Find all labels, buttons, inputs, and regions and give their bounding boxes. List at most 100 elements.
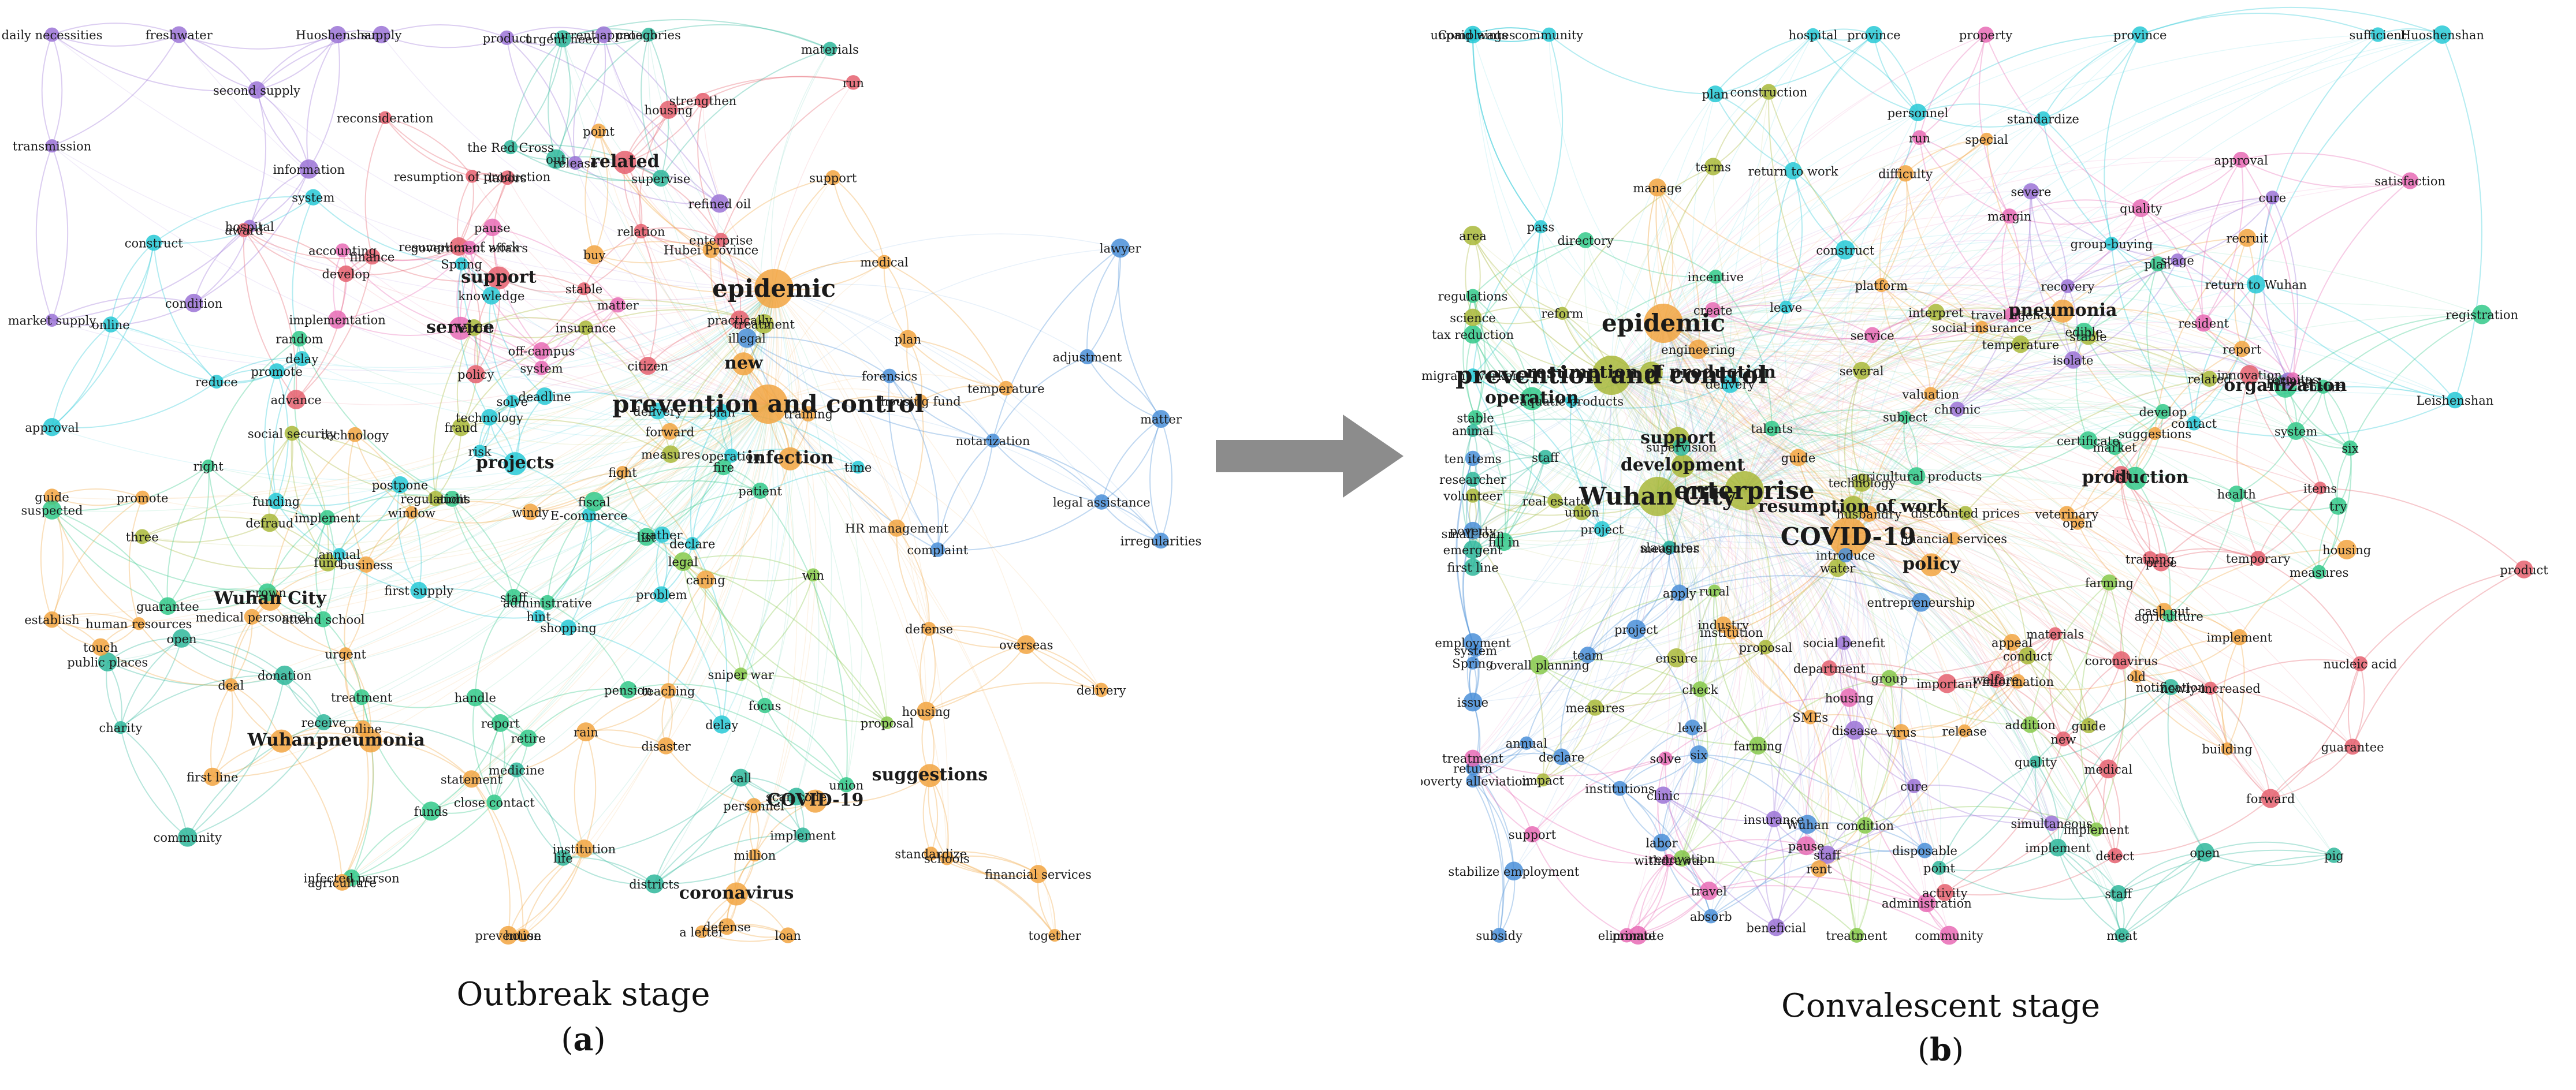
word-label: construct bbox=[1816, 244, 1874, 257]
word-node bbox=[1838, 547, 1853, 563]
word-label: release bbox=[1942, 725, 1987, 738]
word-node bbox=[353, 689, 370, 705]
network-edge bbox=[2104, 34, 2141, 244]
network-edge bbox=[419, 588, 539, 617]
word-label: province bbox=[2113, 28, 2166, 42]
network-edge bbox=[654, 834, 803, 885]
network-edge bbox=[2034, 761, 2058, 848]
word-node bbox=[1638, 477, 1677, 516]
word-label: recovery bbox=[2041, 280, 2094, 294]
word-node bbox=[1803, 710, 1818, 725]
network-edge bbox=[1561, 536, 1849, 757]
network-edge bbox=[1663, 323, 2031, 725]
word-label: report bbox=[481, 716, 520, 730]
network-edge bbox=[1540, 34, 1564, 227]
network-edge bbox=[1636, 490, 1745, 630]
word-node bbox=[1542, 27, 1557, 42]
word-node bbox=[509, 762, 524, 778]
network-edge bbox=[2140, 208, 2204, 324]
network-edge bbox=[628, 684, 765, 706]
network-edge bbox=[385, 117, 473, 177]
network-edge bbox=[1472, 235, 1612, 376]
network-edge bbox=[456, 327, 475, 428]
network-edge bbox=[646, 466, 724, 537]
word-label: call bbox=[730, 771, 752, 785]
network-edge bbox=[2255, 34, 2378, 285]
word-node bbox=[619, 681, 637, 699]
word-label: hospital bbox=[1789, 28, 1838, 42]
word-node bbox=[1715, 616, 1732, 633]
network-edge bbox=[506, 37, 576, 163]
word-node bbox=[2081, 718, 2097, 734]
network-edge bbox=[790, 458, 898, 529]
network-edge bbox=[759, 48, 831, 405]
word-label: department bbox=[1793, 662, 1866, 675]
network-edge bbox=[653, 777, 742, 884]
network-edge bbox=[1744, 406, 2296, 491]
word-node bbox=[286, 390, 306, 409]
network-edge bbox=[347, 434, 367, 565]
network-edge bbox=[1571, 401, 1849, 537]
network-edge bbox=[1025, 644, 1101, 690]
network-edge bbox=[1904, 416, 2089, 448]
network-edge bbox=[622, 404, 769, 473]
network-edge bbox=[1744, 487, 1955, 539]
word-node bbox=[1048, 928, 1062, 942]
network-edge bbox=[1881, 285, 1931, 394]
network-edge bbox=[2262, 197, 2289, 381]
network-edge bbox=[2352, 569, 2525, 747]
network-edge bbox=[107, 288, 775, 663]
word-label: strengthen bbox=[669, 94, 737, 108]
word-node bbox=[533, 342, 550, 360]
word-node bbox=[1529, 655, 1550, 675]
network-edge bbox=[1663, 323, 1736, 633]
network-edge bbox=[1472, 491, 1583, 513]
network-edge bbox=[646, 536, 766, 706]
network-edge bbox=[1792, 170, 1846, 251]
network-edge bbox=[1663, 323, 1855, 731]
network-edge bbox=[641, 230, 740, 320]
word-node bbox=[449, 316, 472, 340]
word-node bbox=[1917, 842, 1933, 858]
word-label: resumption of production bbox=[394, 170, 550, 184]
network-edge bbox=[51, 145, 775, 303]
network-edge bbox=[2322, 386, 2351, 449]
word-label: market bbox=[2093, 441, 2137, 454]
network-edge bbox=[1663, 323, 2058, 848]
network-edge bbox=[628, 404, 769, 690]
network-edge bbox=[1864, 806, 2097, 830]
network-edge bbox=[705, 458, 791, 580]
word-node bbox=[294, 351, 310, 367]
word-label: institution bbox=[553, 842, 616, 856]
network-edge bbox=[1472, 295, 1533, 399]
network-edge bbox=[1472, 457, 1546, 480]
network-edge bbox=[1682, 857, 1857, 936]
word-label: cure bbox=[2258, 191, 2286, 205]
word-label: defense bbox=[905, 622, 953, 636]
word-label: time bbox=[844, 461, 872, 475]
word-label: simultaneous bbox=[2011, 817, 2093, 831]
network-edge bbox=[306, 34, 338, 169]
word-label: reduce bbox=[195, 375, 238, 389]
network-edge bbox=[475, 278, 501, 375]
word-label: subject bbox=[1883, 410, 1927, 424]
network-edge bbox=[808, 395, 921, 415]
network-edge bbox=[1661, 842, 1712, 917]
network-edge bbox=[2193, 283, 2257, 424]
network-edge bbox=[624, 100, 703, 163]
word-node bbox=[2201, 371, 2218, 387]
network-edge bbox=[507, 27, 604, 39]
word-node bbox=[654, 526, 671, 543]
network-edge bbox=[2154, 432, 2347, 550]
word-label: lawyer bbox=[1100, 242, 1142, 256]
network-edge bbox=[1964, 681, 2019, 731]
word-node bbox=[2112, 651, 2131, 670]
word-label: delivery bbox=[1077, 684, 1126, 697]
word-label: pension bbox=[604, 684, 652, 697]
network-edge bbox=[339, 484, 401, 555]
network-edge bbox=[1744, 490, 1791, 819]
network-edge bbox=[768, 404, 1162, 542]
network-edge bbox=[1663, 323, 2028, 656]
network-edge bbox=[516, 404, 769, 771]
word-label: staff bbox=[1814, 848, 1842, 862]
